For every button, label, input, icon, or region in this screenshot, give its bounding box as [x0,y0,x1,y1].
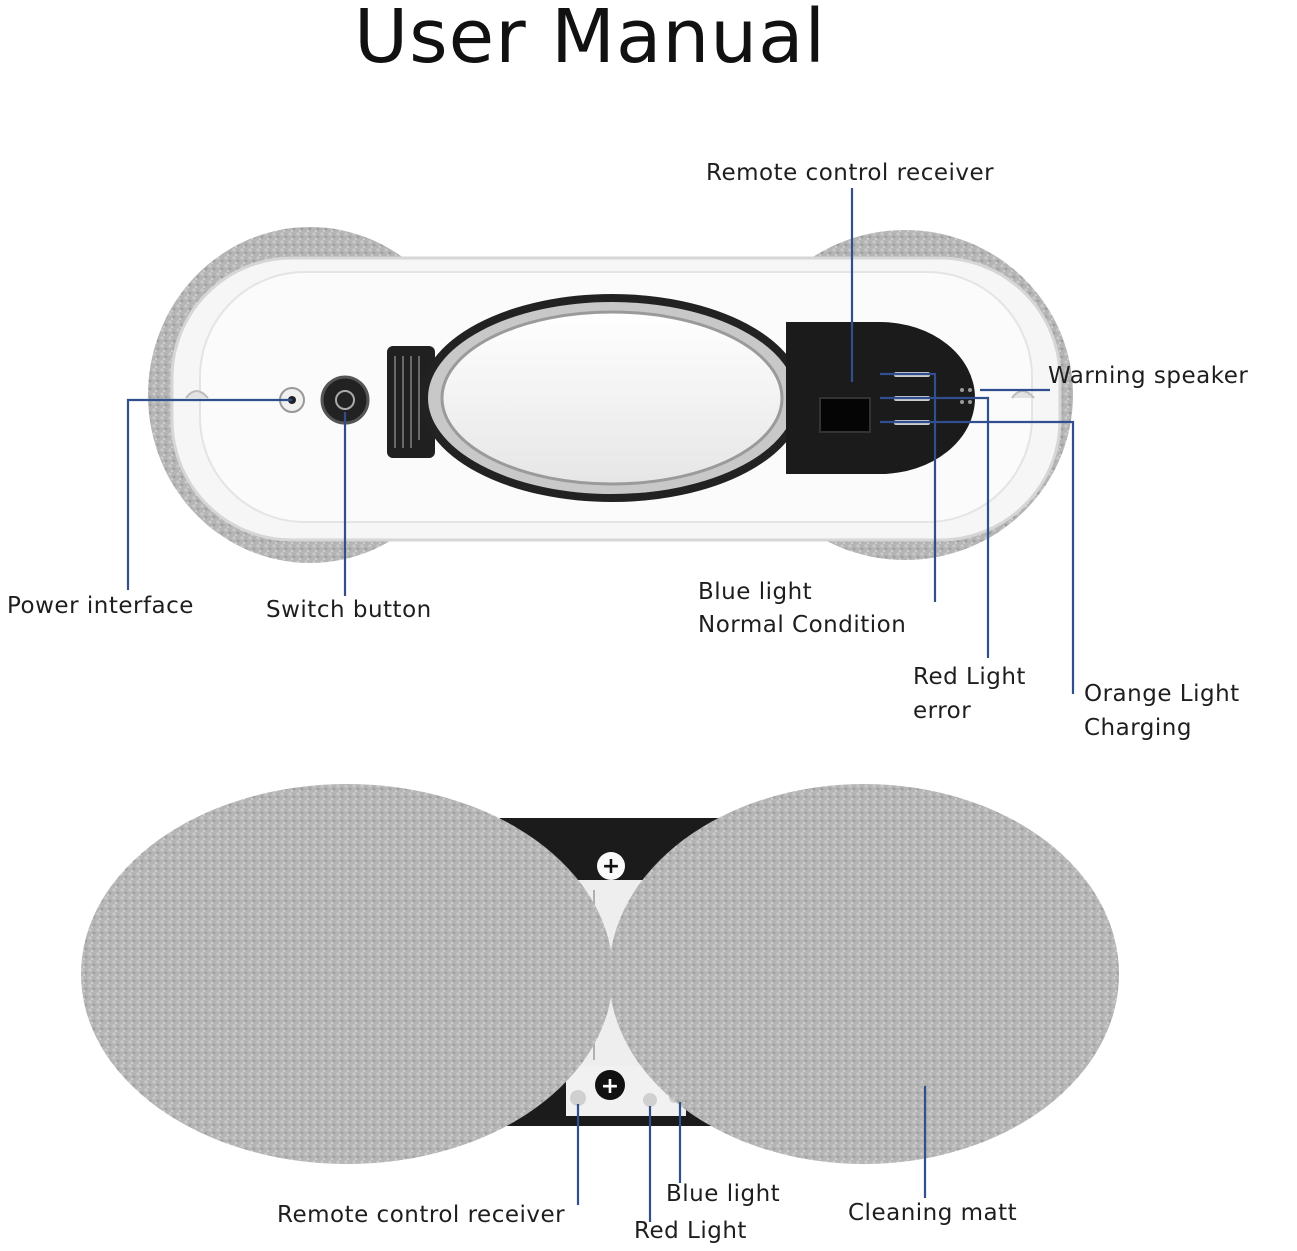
bottom-leader-lines [576,1086,927,1222]
top-leader-lines [126,188,1075,694]
label-warning-speaker: Warning speaker [1048,363,1249,389]
label-cleaning-matt: Cleaning matt [848,1200,1018,1226]
label-orange-light: Orange Light [1084,681,1240,707]
svg-text:+: + [602,854,620,879]
label-remote-control-receiver-top: Remote control receiver [706,160,995,186]
robot-bottom-view: + + [81,784,1119,1164]
label-error: error [913,698,972,724]
label-red-light-bottom: Red Light [634,1218,747,1244]
bottom-remote-receiver-dot [570,1090,586,1106]
label-charging: Charging [1084,715,1192,741]
label-switch-button: Switch button [266,597,432,623]
label-blue-light-top: Blue light [698,579,813,605]
label-remote-control-receiver-bottom: Remote control receiver [277,1202,566,1228]
label-power-interface: Power interface [7,593,194,619]
label-red-light-top: Red Light [913,664,1026,690]
label-normal-condition: Normal Condition [698,612,907,638]
svg-text:+: + [601,1074,619,1099]
robot-top-view [148,227,1073,563]
label-blue-light-bottom: Blue light [666,1181,781,1207]
right-cleaning-pad [609,784,1119,1164]
remote-receiver-window [819,397,871,433]
page-title: User Manual [353,0,827,80]
left-cleaning-pad [81,784,613,1164]
bottom-red-light-dot [643,1093,657,1107]
